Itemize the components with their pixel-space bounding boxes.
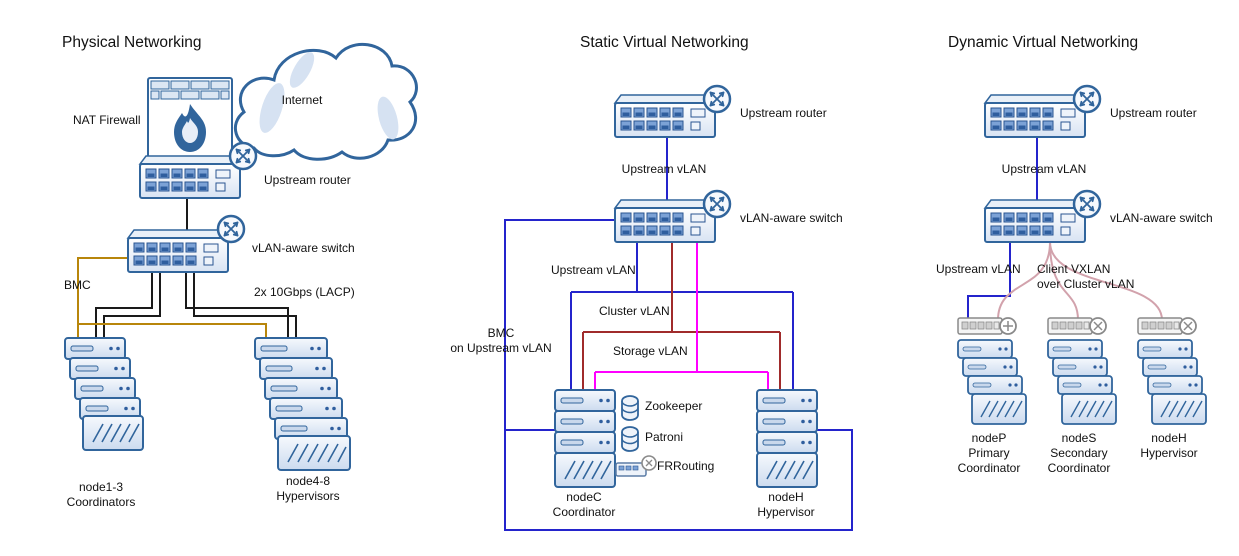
upstream-vlan-trunk-label-static: Upstream vLAN	[621, 162, 707, 176]
coordinator-stack-icon	[64, 337, 144, 451]
section-title-static-virtual: Static Virtual Networking	[580, 34, 749, 51]
virtual-router-x-badge-icon	[1179, 317, 1197, 335]
upstream-router-icon-physical	[140, 156, 242, 198]
router-badge-icon-physical	[228, 141, 258, 171]
upstream-router-label-dynamic: Upstream router	[1110, 106, 1197, 120]
vlan-switch-label-static: vLAN-aware switch	[740, 211, 843, 225]
internet-cloud-icon	[233, 42, 418, 161]
router-badge-icon-physical-switch	[216, 214, 246, 244]
client-vxlan-label: Client VXLAN over Cluster vLAN	[1037, 262, 1135, 291]
server-nodeh-icon-dynamic	[1137, 317, 1207, 425]
server-nodes-icon	[1047, 317, 1117, 425]
lacp-label: 2x 10Gbps (LACP)	[254, 285, 355, 299]
upstream-vlan-trunk-label-dynamic: Upstream vLAN	[1001, 162, 1087, 176]
bmc-label: BMC	[64, 278, 91, 292]
vlan-switch-label-physical: vLAN-aware switch	[252, 241, 355, 255]
upstream-router-label-static: Upstream router	[740, 106, 827, 120]
vlan-switch-icon-dynamic	[985, 200, 1087, 242]
upstream-vlan-label-static: Upstream vLAN	[551, 263, 636, 277]
nodeh-label-static: nodeH Hypervisor	[757, 490, 815, 519]
storage-vlan-label: Storage vLAN	[613, 344, 688, 358]
upstream-vlan-lines-static	[570, 242, 794, 392]
internet-label: Internet	[281, 93, 323, 107]
virtual-router-x-badge-icon	[1089, 317, 1107, 335]
section-title-dynamic-virtual: Dynamic Virtual Networking	[948, 34, 1139, 51]
patroni-label: Patroni	[645, 430, 684, 444]
server-nodep-icon	[957, 317, 1027, 425]
virtual-router-plus-badge-icon	[999, 317, 1017, 335]
client-vxlan-lines	[997, 241, 1163, 321]
vlan-switch-icon-physical	[128, 230, 230, 272]
nodec-label: nodeC Coordinator	[552, 490, 616, 519]
nodeh-label-dynamic: nodeH Hypervisor	[1140, 431, 1198, 460]
router-badge-icon-static-router	[702, 84, 732, 114]
cluster-vlan-label: Cluster vLAN	[599, 304, 670, 318]
frrouting-icon	[615, 455, 657, 477]
frrouting-label: FRRouting	[657, 459, 715, 473]
upstream-router-icon-dynamic	[985, 95, 1087, 137]
nat-firewall-icon	[147, 77, 233, 159]
hypervisor-stack-icon	[254, 337, 351, 471]
storage-vlan-lines	[594, 242, 769, 392]
nat-firewall-label: NAT Firewall	[73, 113, 141, 127]
flame-icon	[174, 104, 206, 152]
upstream-router-icon-static	[615, 95, 717, 137]
bmc-links	[77, 257, 267, 340]
cluster-vlan-lines	[582, 242, 781, 392]
vlan-switch-label-dynamic: vLAN-aware switch	[1110, 211, 1213, 225]
hypervisors-label: node4-8 Hypervisors	[276, 474, 340, 503]
section-title-physical: Physical Networking	[62, 34, 202, 51]
lacp-links	[95, 272, 297, 340]
bmc-upstream-vlan-line	[504, 219, 853, 531]
vlan-switch-icon-static	[615, 200, 717, 242]
bmc-upstream-vlan-label: BMC on Upstream vLAN	[450, 326, 552, 355]
router-badge-icon-dynamic-switch	[1072, 189, 1102, 219]
router-badge-icon-static-switch	[702, 189, 732, 219]
upstream-vlan-label-dynamic: Upstream vLAN	[936, 262, 1021, 276]
zookeeper-database-icon	[621, 395, 639, 421]
router-badge-icon-dynamic-router	[1072, 84, 1102, 114]
upstream-vlan-line-dynamic	[967, 242, 1011, 320]
upstream-router-label-physical: Upstream router	[264, 173, 351, 187]
server-nodeh-icon-static	[756, 389, 818, 488]
nodep-label: nodeP Primary Coordinator	[957, 431, 1021, 475]
server-nodec-icon	[554, 389, 616, 488]
coordinators-label: node1-3 Coordinators	[66, 480, 136, 509]
zookeeper-label: Zookeeper	[645, 399, 703, 413]
patroni-database-icon	[621, 426, 639, 452]
nodes-label: nodeS Secondary Coordinator	[1047, 431, 1111, 475]
